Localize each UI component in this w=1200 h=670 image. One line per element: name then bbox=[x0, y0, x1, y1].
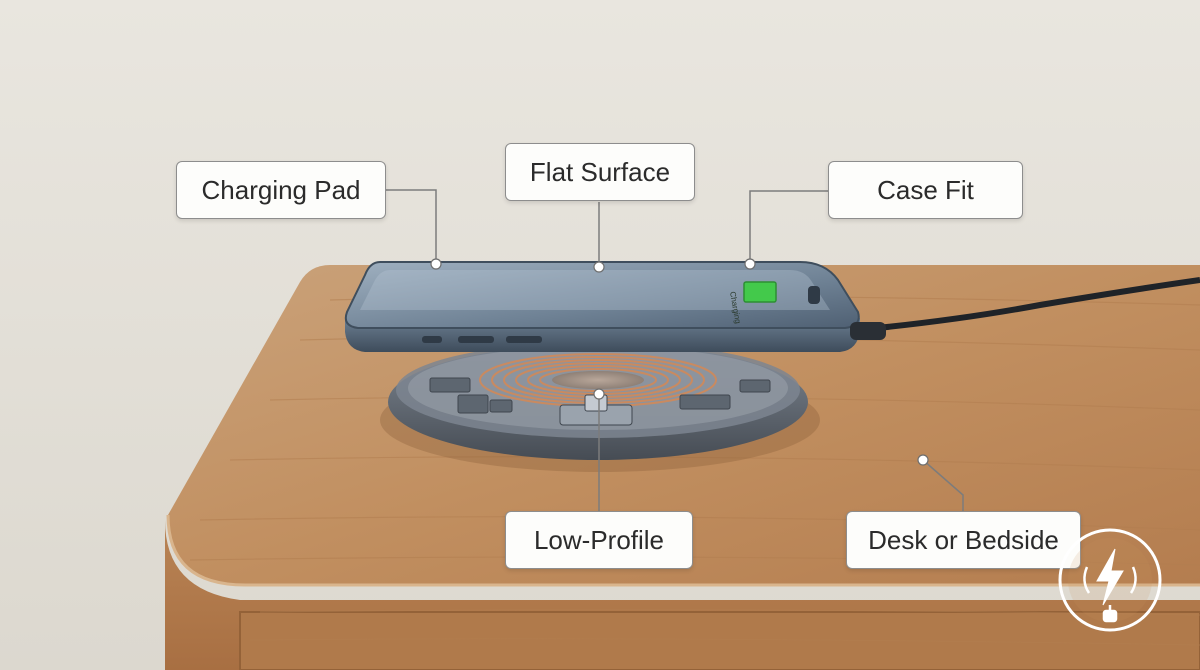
battery-icon bbox=[743, 281, 777, 303]
coil-center bbox=[552, 371, 644, 389]
leader-lines bbox=[386, 189, 964, 512]
brand-logo bbox=[1058, 528, 1162, 632]
phone-screen-glare bbox=[360, 270, 830, 310]
phone-notch bbox=[808, 286, 820, 304]
callout-charging-pad: Charging Pad bbox=[176, 161, 386, 219]
usb-cable bbox=[857, 277, 1200, 333]
callout-desk-or-bedside: Desk or Bedside bbox=[846, 511, 1081, 569]
pad-circuitry bbox=[429, 377, 771, 426]
cable-connector bbox=[850, 322, 886, 340]
desk-edge-highlight bbox=[166, 514, 1200, 587]
phone-buttons bbox=[422, 336, 542, 343]
usb-plug-icon bbox=[1083, 566, 1137, 623]
lightning-bolt-icon bbox=[1096, 548, 1124, 606]
callout-case-fit: Case Fit bbox=[828, 161, 1023, 219]
desk-drawer bbox=[239, 611, 1200, 670]
callout-low-profile: Low-Profile bbox=[505, 511, 693, 569]
phone-back bbox=[344, 261, 860, 329]
anchor-dots bbox=[430, 258, 929, 466]
callout-flat-surface: Flat Surface bbox=[505, 143, 695, 201]
